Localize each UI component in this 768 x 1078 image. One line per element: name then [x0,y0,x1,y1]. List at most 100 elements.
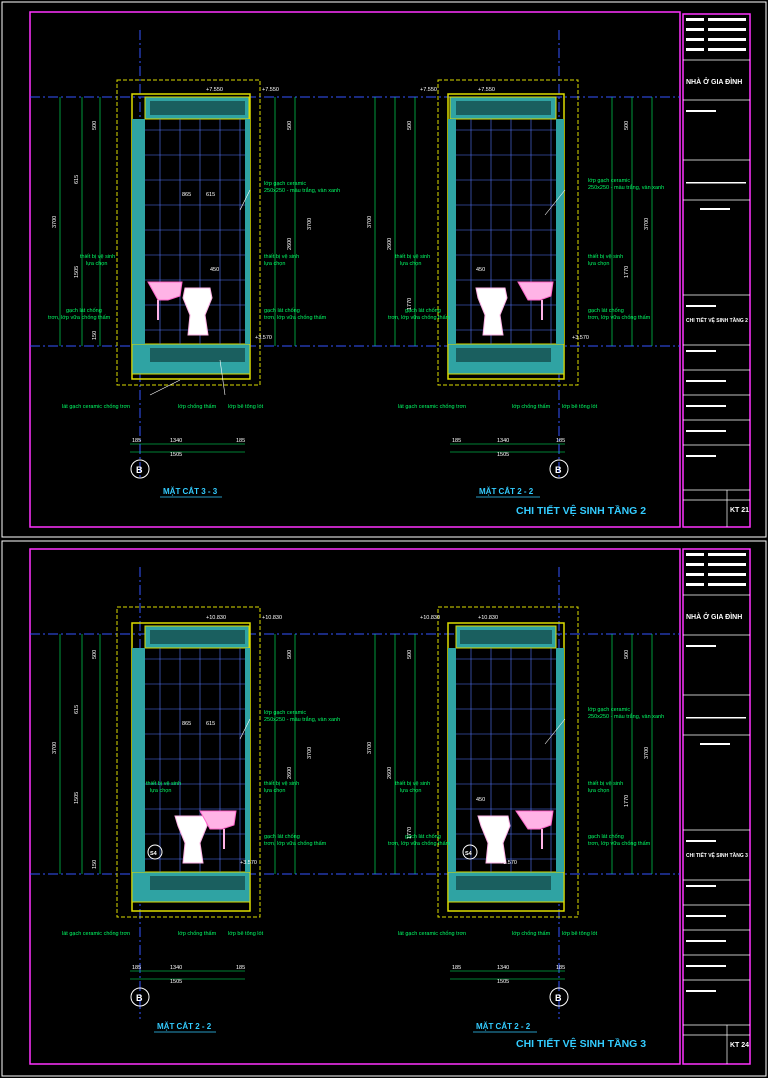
svg-text:lớp chống thấm: lớp chống thấm [512,931,551,937]
svg-text:1340: 1340 [497,965,509,971]
svg-text:lớp bê tông lót: lớp bê tông lót [562,404,598,410]
svg-text:865: 865 [182,721,191,727]
svg-text:615: 615 [206,721,215,727]
svg-text:lựa chọn: lựa chọn [400,788,421,794]
svg-text:thiết bị vệ sinh: thiết bị vệ sinh [264,781,299,787]
svg-text:trơn, lớp vữa chống thấm: trơn, lớp vữa chống thấm [588,315,651,321]
svg-text:500: 500 [407,650,413,659]
svg-text:450: 450 [476,267,485,273]
svg-text:3700: 3700 [52,216,58,228]
axis-bubble [549,987,569,1007]
svg-text:trơn, lớp vữa chống thấm: trơn, lớp vữa chống thấm [264,315,327,321]
svg-text:250x250 - màu trắng, vàn xanh: 250x250 - màu trắng, vàn xanh [588,713,664,720]
svg-text:lớp bê tông lót: lớp bê tông lót [228,404,264,410]
svg-text:lớp chống thấm: lớp chống thấm [512,404,551,410]
svg-text:3700: 3700 [644,218,650,230]
svg-text:500: 500 [407,121,413,130]
svg-text:+7.550: +7.550 [262,87,279,93]
drawing-frame [29,11,681,528]
svg-text:3700: 3700 [367,742,373,754]
svg-text:+10.830: +10.830 [262,615,282,621]
svg-text:450: 450 [210,267,219,273]
section-title-left: MẶT CẮT 3 - 3 [163,487,218,496]
svg-text:250x250 - màu trắng, vàn xanh: 250x250 - màu trắng, vàn xanh [264,716,340,723]
svg-text:B: B [555,465,562,475]
section-badge [147,844,163,860]
svg-text:lớp chống thấm: lớp chống thấm [178,931,217,937]
section-left-drawing: S4 lớp gạch ceramic 250x250 - màu trắng,… [52,606,340,1033]
svg-text:trơn, lớp vữa chống thấm: trơn, lớp vữa chống thấm [388,841,451,847]
svg-text:lựa chọn: lựa chọn [588,788,609,794]
svg-text:250x250 - màu trắng, vàn xanh: 250x250 - màu trắng, vàn xanh [588,184,664,191]
svg-text:S4: S4 [465,851,473,857]
svg-text:lát gạch ceramic chống trơn: lát gạch ceramic chống trơn [398,931,466,937]
svg-text:3700: 3700 [644,747,650,759]
svg-text:lớp chống thấm: lớp chống thấm [178,404,217,410]
svg-text:3700: 3700 [52,742,58,754]
axis-lines [30,30,680,480]
svg-text:1770: 1770 [407,298,413,310]
svg-text:500: 500 [92,650,98,659]
svg-text:615: 615 [74,705,80,714]
svg-text:150: 150 [92,860,98,869]
svg-text:thiết bị vệ sinh: thiết bị vệ sinh [264,254,299,260]
svg-text:lát gạch ceramic chống trơn: lát gạch ceramic chống trơn [62,931,130,937]
svg-text:B: B [555,993,562,1003]
svg-text:150: 150 [92,331,98,340]
svg-text:lát gạch ceramic chống trơn: lát gạch ceramic chống trơn [398,404,466,410]
svg-text:+7.550: +7.550 [478,87,495,93]
svg-text:1505: 1505 [74,792,80,804]
svg-text:500: 500 [624,650,630,659]
svg-text:lựa chọn: lựa chọn [588,261,609,267]
sheet-title: CHI TIẾT VỆ SINH TẦNG 2 [516,504,646,517]
svg-text:+3.570: +3.570 [255,335,272,341]
section-right-drawing: S4 lớp gạch ceramic 250x250 - màu trắng,… [367,606,664,1033]
sheet-number: KT 24 [730,1042,749,1049]
project-name: NHÀ Ở GIA ĐÌNH [686,612,742,621]
section-left-drawing: lớp gạch ceramic 250x250 - màu trắng, và… [48,79,340,498]
svg-text:+3.570: +3.570 [500,860,517,866]
svg-text:thiết bị vệ sinh: thiết bị vệ sinh [395,254,430,260]
svg-text:lựa chọn: lựa chọn [400,261,421,267]
svg-text:gạch lát chống: gạch lát chống [264,834,300,840]
svg-text:250x250 - màu trắng, vàn xanh: 250x250 - màu trắng, vàn xanh [264,187,340,194]
drawing-name: CHI TIẾT VỆ SINH TẦNG 3 [686,851,748,859]
svg-text:gạch lát chống: gạch lát chống [588,834,624,840]
svg-text:3700: 3700 [307,747,313,759]
svg-text:2600: 2600 [387,767,393,779]
svg-text:500: 500 [287,121,293,130]
svg-text:185: 185 [556,438,565,444]
svg-text:+7.550: +7.550 [206,87,223,93]
section-title-left: MẶT CẮT 2 - 2 [157,1022,212,1031]
title-block: NHÀ Ở GIA ĐÌNH CHI TIẾT VỆ SINH TẦNG 2 K… [682,13,751,528]
svg-text:S4: S4 [150,851,158,857]
svg-text:gạch lát chống: gạch lát chống [405,834,441,840]
svg-text:2600: 2600 [387,238,393,250]
svg-text:185: 185 [236,965,245,971]
drawing-sheet-1: NHÀ Ở GIA ĐÌNH CHI TIẾT VỆ SINH TẦNG 2 K… [1,1,767,538]
axis-bubble [130,459,150,479]
svg-text:+3.570: +3.570 [240,860,257,866]
svg-text:lớp gạch ceramic: lớp gạch ceramic [264,710,306,716]
svg-text:thiết bị vệ sinh: thiết bị vệ sinh [80,254,115,260]
svg-text:trơn, lớp vữa chống thấm: trơn, lớp vữa chống thấm [48,315,111,321]
svg-text:gạch lát chống: gạch lát chống [66,308,102,314]
svg-text:gạch lát chống: gạch lát chống [405,308,441,314]
svg-text:B: B [136,465,143,475]
sheet-number: KT 21 [730,507,749,514]
svg-text:2600: 2600 [287,238,293,250]
cad-canvas-2: NHÀ Ở GIA ĐÌNH CHI TIẾT VỆ SINH TẦNG 3 K… [1,540,767,1077]
svg-text:+10.830: +10.830 [206,615,226,621]
svg-text:lát gạch ceramic chống trơn: lát gạch ceramic chống trơn [62,404,130,410]
svg-text:1770: 1770 [407,827,413,839]
sheet-title: CHI TIẾT VỆ SINH TẦNG 3 [516,1037,646,1050]
section-right-drawing: lớp gạch ceramic 250x250 - màu trắng, và… [367,79,664,498]
axis-bubble [130,987,150,1007]
svg-text:185: 185 [236,438,245,444]
svg-text:865: 865 [182,192,191,198]
svg-text:+7.550: +7.550 [420,87,437,93]
svg-text:lựa chọn: lựa chọn [264,261,285,267]
project-name: NHÀ Ở GIA ĐÌNH [686,77,742,86]
section-title-right: MẶT CẮT 2 - 2 [476,1022,531,1031]
section-badge [462,844,478,860]
